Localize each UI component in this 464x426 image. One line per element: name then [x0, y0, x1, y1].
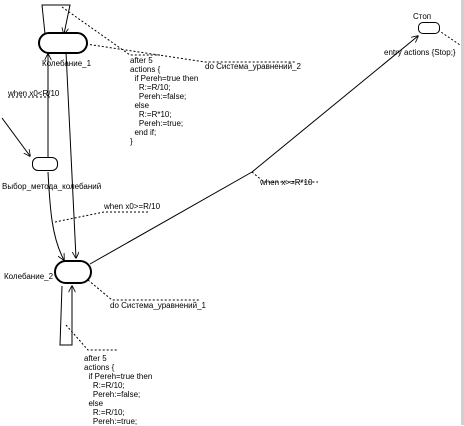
code-line: after 5	[84, 354, 107, 363]
code-line: R:=R/10;	[84, 381, 125, 390]
leader-do-sys2	[85, 43, 296, 63]
transition-label[interactable]: when x>=R*10	[260, 178, 313, 187]
code-line: Pereh:=false;	[130, 92, 187, 101]
code-line: after 5	[130, 56, 153, 65]
code-line: Pereh:=true;	[84, 417, 138, 426]
code-line: if Pereh=true then	[130, 74, 199, 83]
code-line: R:=R/10;	[130, 83, 171, 92]
state-vybor[interactable]	[32, 157, 58, 171]
transition-k1-to-k2[interactable]	[65, 51, 76, 258]
do-action-label: do Система_уравнений_1	[110, 301, 206, 310]
do-action-label: do Система_уравнений_2	[205, 62, 301, 71]
state-stop[interactable]	[418, 22, 440, 34]
code-line: Pereh:=false;	[84, 390, 141, 399]
state-kolebanie-2[interactable]	[54, 260, 92, 284]
code-line: R:=R*10;	[130, 110, 172, 119]
leader-entry-stop	[437, 29, 461, 46]
code-line: end if;	[130, 128, 157, 137]
window-edge	[461, 0, 464, 425]
transition-label[interactable]: when x0<R/10	[8, 89, 60, 98]
code-line: }	[130, 137, 133, 146]
transition-vybor-to-k2[interactable]	[47, 171, 64, 260]
state-label-vybor[interactable]: Выбор_метода_колебаний	[2, 182, 102, 191]
state-label-kolebanie-1[interactable]: Колебание_1	[42, 59, 92, 68]
state-label-stop[interactable]: Стоп	[413, 12, 432, 21]
leader-when-ge	[54, 211, 150, 223]
code-line: actions {	[84, 363, 115, 372]
code-line: else	[84, 399, 104, 408]
state-label-kolebanie-2[interactable]: Колебание_2	[4, 272, 54, 281]
code-line: R:=R/10;	[84, 408, 125, 417]
leader-code-bottom	[65, 324, 118, 351]
code-line: actions {	[130, 65, 161, 74]
leader-do-sys1	[87, 279, 200, 301]
state-kolebanie-1[interactable]	[38, 32, 88, 54]
entry-transition[interactable]	[1, 117, 30, 156]
code-line: else	[130, 101, 150, 110]
code-line: Pereh:=true;	[130, 119, 184, 128]
leader-when-x-ge	[251, 171, 318, 183]
self-loop-kolebanie-2[interactable]	[59, 286, 72, 346]
self-loop-kolebanie-1[interactable]	[41, 4, 71, 34]
code-line: if Pereh=true then	[84, 372, 153, 381]
entry-action-label: entry actions {Stop;}	[384, 48, 456, 57]
transition-label[interactable]: when x0>=R/10	[104, 202, 161, 211]
